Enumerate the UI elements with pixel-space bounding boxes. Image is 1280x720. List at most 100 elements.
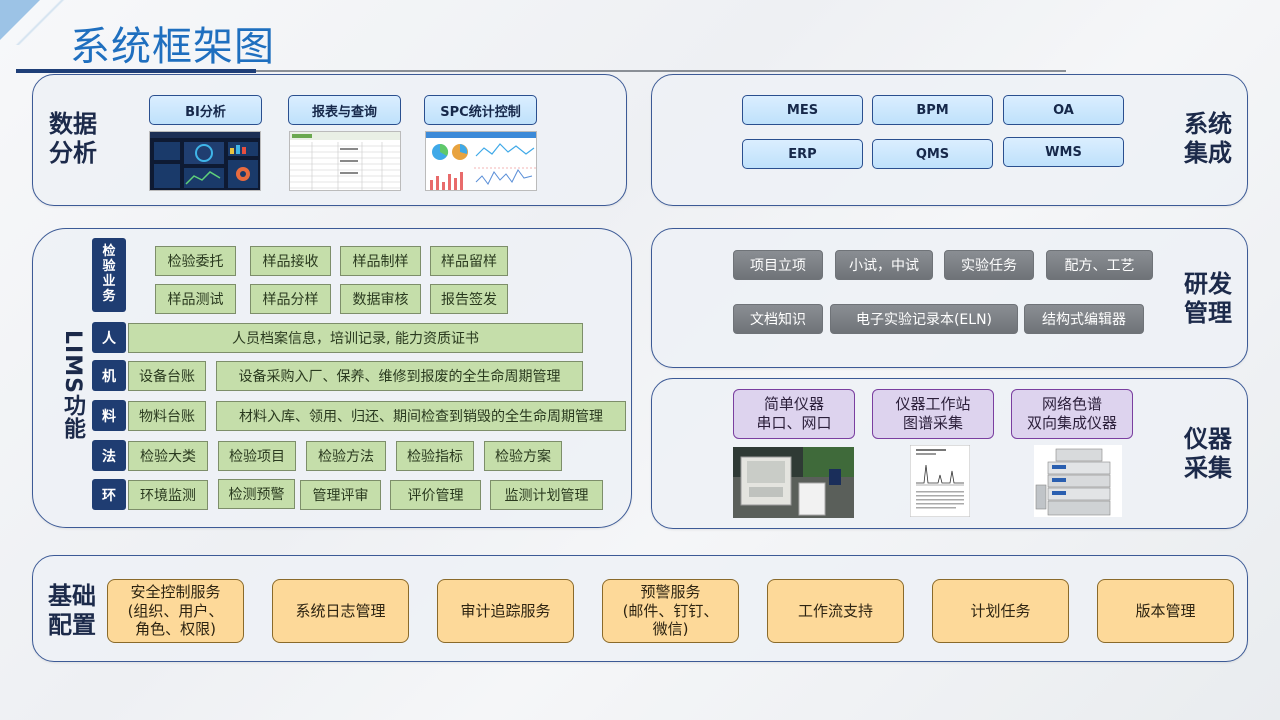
pilot-test-button[interactable]: 小试，中试 — [835, 250, 933, 280]
detection-warning-box[interactable]: 检测预警 — [218, 479, 295, 509]
label-line: 系统 — [1184, 110, 1232, 138]
system-log-box[interactable]: 系统日志管理 — [272, 579, 409, 643]
label-line: 基础 — [48, 582, 96, 610]
inspection-business-badge: 检验业务 — [92, 238, 126, 312]
label-line: 配置 — [48, 610, 96, 639]
wms-system-tag[interactable]: WMS — [1003, 137, 1124, 167]
simple-instrument-box[interactable]: 简单仪器 串口、网口 — [733, 389, 855, 439]
spc-control-tag[interactable]: SPC统计控制 — [424, 95, 537, 125]
instrument-collection-label: 仪器 采集 — [1183, 425, 1233, 483]
data-review-box[interactable]: 数据审核 — [340, 284, 421, 314]
people-badge: 人 — [92, 322, 126, 353]
material-lifecycle-box[interactable]: 材料入库、领用、归还、期间检查到销毁的全生命周期管理 — [216, 401, 626, 431]
box-line: 版本管理 — [1135, 601, 1196, 620]
spectrum-report-image — [909, 444, 971, 518]
workflow-support-box[interactable]: 工作流支持 — [767, 579, 904, 643]
method-badge: 法 — [92, 440, 126, 471]
label-line: 仪器 — [1184, 425, 1232, 453]
sample-splitting-box[interactable]: 样品分样 — [250, 284, 331, 314]
badge-char: 务 — [102, 288, 116, 304]
badge-char: 验 — [102, 259, 116, 275]
management-review-box[interactable]: 管理评审 — [300, 480, 381, 510]
inspection-method-box[interactable]: 检验方法 — [306, 441, 386, 471]
bi-dashboard-thumbnail — [149, 131, 261, 191]
report-query-tag[interactable]: 报表与查询 — [288, 95, 401, 125]
corner-decoration-lines — [0, 0, 80, 45]
evaluation-management-box[interactable]: 评价管理 — [390, 480, 481, 510]
inspection-indicator-box[interactable]: 检验指标 — [396, 441, 474, 471]
experiment-task-button[interactable]: 实验任务 — [944, 250, 1034, 280]
badge-char: 检验业务 — [102, 244, 116, 305]
document-knowledge-button[interactable]: 文档知识 — [733, 304, 823, 334]
label-line: 管理 — [1184, 298, 1232, 327]
box-line: 计划任务 — [970, 601, 1031, 620]
chromatograph-photo — [1034, 445, 1122, 517]
report-table-thumbnail — [289, 131, 401, 191]
inspection-plan-box[interactable]: 检验方案 — [484, 441, 562, 471]
eln-button[interactable]: 电子实验记录本(ELN) — [830, 304, 1018, 334]
spc-chart-image — [426, 132, 536, 190]
box-line: 仪器工作站 — [895, 395, 971, 414]
bi-dashboard-image — [150, 132, 260, 188]
box-line: 串口、网口 — [756, 414, 832, 432]
label-line: 采集 — [1184, 453, 1232, 482]
rnd-management-panel — [651, 228, 1248, 368]
mes-system-tag[interactable]: MES — [742, 95, 863, 125]
title-underline — [16, 70, 1066, 72]
box-line: 图谱采集 — [902, 414, 963, 432]
erp-system-tag[interactable]: ERP — [742, 139, 863, 169]
base-config-label: 基础 配置 — [47, 582, 97, 640]
chromatograph-image — [1034, 445, 1122, 517]
personnel-records-box[interactable]: 人员档案信息，培训记录, 能力资质证书 — [128, 323, 583, 353]
monitoring-plan-box[interactable]: 监测计划管理 — [490, 480, 603, 510]
version-management-box[interactable]: 版本管理 — [1097, 579, 1234, 643]
box-line: 工作流支持 — [797, 601, 873, 620]
badge-char: 检 — [102, 244, 116, 260]
sample-testing-box[interactable]: 样品测试 — [155, 284, 236, 314]
box-line: 角色、权限) — [135, 620, 216, 639]
sample-preparation-box[interactable]: 样品制样 — [340, 246, 421, 276]
environment-badge: 环 — [92, 479, 126, 510]
scheduled-task-box[interactable]: 计划任务 — [932, 579, 1069, 643]
box-line: (组织、用户、 — [127, 601, 224, 620]
alert-service-box[interactable]: 预警服务 (邮件、钉钉、 微信) — [602, 579, 739, 643]
report-issuance-box[interactable]: 报告签发 — [430, 284, 508, 314]
label-line: 集成 — [1184, 138, 1232, 167]
formula-process-button[interactable]: 配方、工艺 — [1046, 250, 1153, 280]
instrument-workstation-box[interactable]: 仪器工作站 图谱采集 — [872, 389, 994, 439]
qms-system-tag[interactable]: QMS — [872, 139, 993, 169]
equipment-lifecycle-box[interactable]: 设备采购入厂、保养、维修到报废的全生命周期管理 — [216, 361, 583, 391]
rnd-management-label: 研发 管理 — [1183, 270, 1233, 328]
title-underline-accent — [16, 69, 256, 73]
bi-analysis-tag[interactable]: BI分析 — [149, 95, 262, 125]
simple-instrument-photo — [733, 447, 854, 518]
box-line: 简单仪器 — [763, 395, 824, 414]
workstation-spectrum-photo — [909, 444, 971, 518]
inspection-commission-box[interactable]: 检验委托 — [155, 246, 236, 276]
equipment-ledger-box[interactable]: 设备台账 — [128, 361, 206, 391]
page-title: 系统框架图 — [70, 24, 275, 70]
inspection-category-box[interactable]: 检验大类 — [128, 441, 208, 471]
box-line: 预警服务 — [640, 582, 701, 601]
system-integration-label: 系统 集成 — [1183, 110, 1233, 168]
sample-retention-box[interactable]: 样品留样 — [430, 246, 508, 276]
network-chromatography-box[interactable]: 网络色谱 双向集成仪器 — [1011, 389, 1133, 439]
oa-system-tag[interactable]: OA — [1003, 95, 1124, 125]
audit-trail-box[interactable]: 审计追踪服务 — [437, 579, 574, 643]
label-line: 数据 — [49, 110, 97, 138]
project-initiation-button[interactable]: 项目立项 — [733, 250, 823, 280]
balance-device-image — [733, 447, 854, 518]
label-line: 研发 — [1184, 270, 1232, 298]
material-ledger-box[interactable]: 物料台账 — [128, 401, 206, 431]
structure-editor-button[interactable]: 结构式编辑器 — [1024, 304, 1144, 334]
box-line: 安全控制服务 — [130, 582, 221, 601]
box-line: (邮件、钉钉、 — [622, 601, 719, 620]
material-badge: 料 — [92, 400, 126, 431]
inspection-item-box[interactable]: 检验项目 — [218, 441, 296, 471]
box-line: 双向集成仪器 — [1026, 414, 1117, 432]
environment-monitoring-box[interactable]: 环境监测 — [128, 480, 208, 510]
bpm-system-tag[interactable]: BPM — [872, 95, 993, 125]
security-control-service-box[interactable]: 安全控制服务 (组织、用户、 角色、权限) — [107, 579, 244, 643]
label-line: 分析 — [49, 138, 97, 167]
sample-receipt-box[interactable]: 样品接收 — [250, 246, 331, 276]
